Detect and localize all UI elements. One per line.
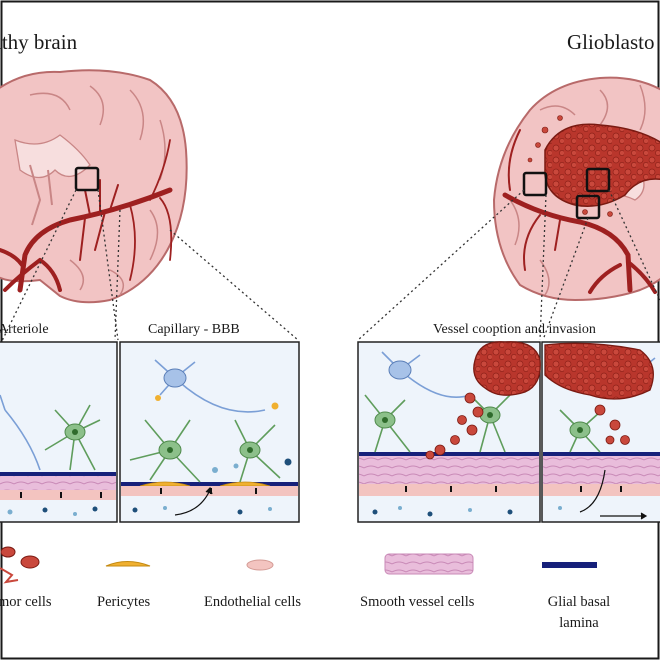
zoom-connector-lines: [0, 189, 660, 346]
legend-smooth-icon: [384, 553, 474, 575]
healthy-zoom-box: [74, 166, 100, 192]
astrocytes: [44, 394, 601, 483]
cooption-zoom-box: [522, 171, 548, 197]
glioblastoma-title: Glioblasto: [567, 30, 655, 54]
legend-label-endothelial: Endothelial cells: [204, 594, 302, 610]
panel-title-arteriole: Arteriole: [0, 322, 49, 337]
panel-title-cooption: Vessel cooption and invasion: [433, 322, 596, 337]
panel-title-capillary: Capillary - BBB: [148, 322, 240, 337]
tumor-cluster-invasion: [544, 342, 654, 400]
tumor-zoom-box-upper: [585, 167, 611, 193]
vessel-wall-invasion: [543, 452, 660, 496]
legend-glial-icon: [542, 562, 597, 568]
signaling-molecules: [155, 395, 292, 473]
legend-tumor-icon: [0, 546, 40, 584]
legend-label-tumor: mor cells: [0, 594, 52, 610]
legend-endothelial-icon: [246, 559, 274, 571]
blood-particles: [7, 506, 562, 517]
tumor-cluster-cooption: [473, 341, 541, 396]
tumor-mass: [544, 123, 660, 207]
healthy-vessels: [0, 139, 173, 293]
healthy-brain-title: lthy brain: [0, 30, 78, 54]
vessel-wall-cooption: [359, 452, 539, 496]
legend-label-pericytes: Pericytes: [97, 594, 151, 610]
legend-label-glial: Glial basal lamina: [547, 594, 611, 631]
vessel-wall-arteriole: [0, 472, 116, 500]
transport-arrows: [174, 469, 648, 520]
glioblastoma-brain-illustration: [492, 76, 660, 302]
invading-tumor-cells: [425, 392, 630, 460]
glioblastoma-vessels: [502, 129, 657, 294]
legend-pericyte-icon: [105, 561, 151, 567]
legend-label-smooth: Smooth vessel cells: [360, 594, 475, 610]
healthy-brain-illustration: [0, 69, 188, 304]
